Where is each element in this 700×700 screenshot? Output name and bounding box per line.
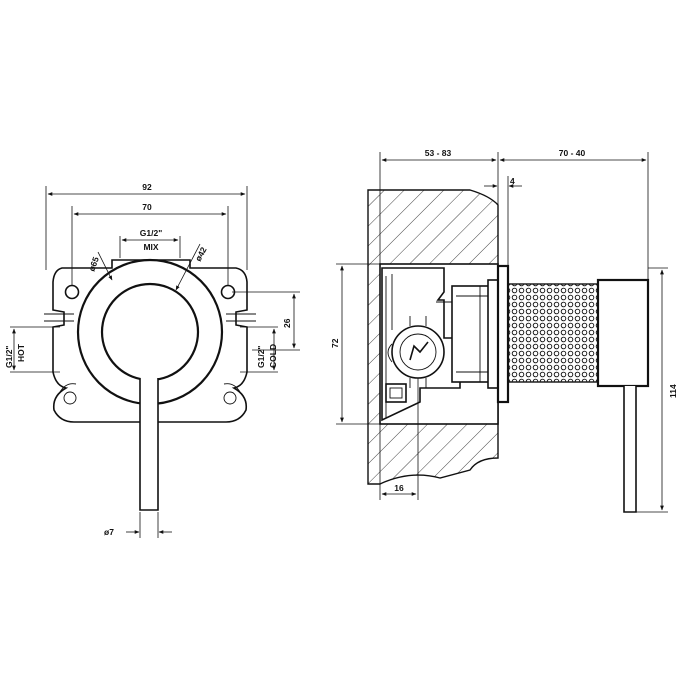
dia-65-label: ø65 bbox=[86, 255, 100, 272]
projection-label: 70 - 40 bbox=[559, 148, 586, 158]
rosette-plate bbox=[496, 264, 510, 404]
dim-92-label: 92 bbox=[142, 182, 152, 192]
dim-26-label: 26 bbox=[282, 318, 292, 328]
cartridge bbox=[451, 264, 650, 513]
knurled-handle bbox=[507, 283, 601, 383]
wall-depth-label: 53 - 83 bbox=[425, 148, 452, 158]
lever bbox=[139, 378, 159, 511]
front-view: 92 70 G1/2" MIX ø65 ø42 G1/2" HOT G1/2" … bbox=[4, 182, 300, 538]
mix-thread-label: G1/2" bbox=[140, 228, 162, 238]
hot-label: HOT bbox=[16, 343, 26, 362]
mix-label: MIX bbox=[143, 242, 158, 252]
cold-label: COLD bbox=[268, 344, 278, 368]
side-view: 53 - 83 70 - 40 4 72 114 16 bbox=[330, 148, 678, 513]
embedded-body bbox=[381, 267, 461, 422]
side-lever bbox=[623, 386, 637, 513]
total-height-label: 114 bbox=[668, 384, 678, 398]
handle-cap bbox=[596, 278, 650, 388]
hot-thread-label: G1/2" bbox=[4, 346, 14, 368]
inner-rosette bbox=[100, 282, 200, 382]
plate-thick-label: 4 bbox=[510, 176, 515, 186]
lever-dia-label: ø7 bbox=[104, 527, 114, 537]
body-height-label: 72 bbox=[330, 338, 340, 348]
dia-42-label: ø42 bbox=[193, 245, 209, 263]
cold-thread-label: G1/2" bbox=[256, 346, 266, 368]
inlet-depth-label: 16 bbox=[394, 483, 404, 493]
dim-70-label: 70 bbox=[142, 202, 152, 212]
